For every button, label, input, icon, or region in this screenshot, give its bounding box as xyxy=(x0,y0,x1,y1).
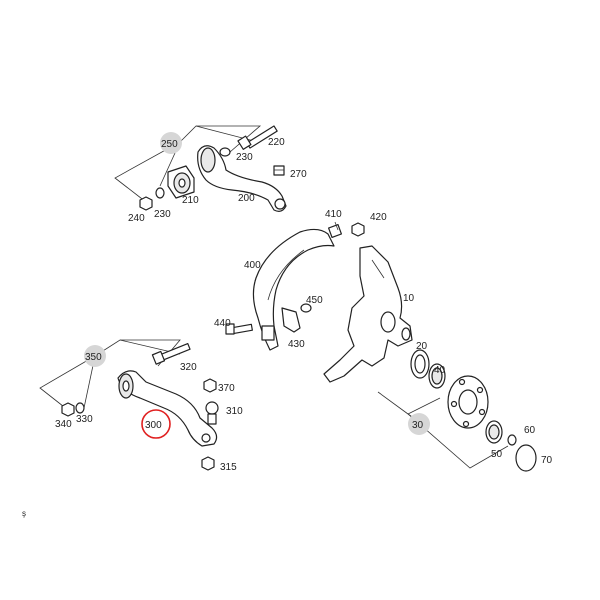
callout-40: 40 xyxy=(434,365,446,376)
nut-270 xyxy=(273,165,285,176)
hub-group: 30 20 40 50 60 xyxy=(377,341,553,472)
callout-20: 20 xyxy=(416,341,428,352)
callout-440: 440 xyxy=(214,318,231,329)
knuckle-group: 410 420 400 440 430 450 10 xyxy=(214,209,415,383)
callout-230-top: 230 xyxy=(236,152,253,163)
callout-250: 250 xyxy=(161,139,178,150)
callout-70: 70 xyxy=(541,455,553,466)
washer-330 xyxy=(75,402,85,414)
bearing-40 xyxy=(428,363,446,389)
nut-315 xyxy=(201,456,215,471)
callout-60: 60 xyxy=(524,425,536,436)
callout-320: 320 xyxy=(180,362,197,373)
callout-300: 300 xyxy=(145,420,162,431)
callout-430: 430 xyxy=(288,339,305,350)
nut-370 xyxy=(203,378,217,393)
bolt-220 xyxy=(237,125,278,150)
callout-270: 270 xyxy=(290,169,307,180)
callout-30: 30 xyxy=(412,420,424,431)
strut-link-400 xyxy=(252,228,335,351)
wheel-hub xyxy=(447,375,489,429)
callout-450: 450 xyxy=(306,295,323,306)
callout-315: 315 xyxy=(220,462,237,473)
upper-arm-group: 250 220 230 200 270 210 xyxy=(114,125,307,224)
bolt-320 xyxy=(151,342,191,365)
callout-200: 200 xyxy=(238,193,255,204)
bearing-50 xyxy=(485,420,503,444)
upper-control-arm-200 xyxy=(197,145,287,212)
bolt-440 xyxy=(225,323,253,335)
callout-330: 330 xyxy=(76,414,93,425)
washer-230-top xyxy=(219,147,231,157)
lower-arm-group: 350 320 310 370 315 340 xyxy=(39,339,243,473)
callout-350: 350 xyxy=(85,352,102,363)
stray-mark: ş xyxy=(22,509,26,518)
nut-340 xyxy=(61,402,75,417)
seal-ring-20 xyxy=(410,349,430,379)
callout-340: 340 xyxy=(55,419,72,430)
callout-230-bottom: 230 xyxy=(154,209,171,220)
callout-bubble-350 xyxy=(84,345,106,367)
lower-control-arm-300 xyxy=(117,370,218,447)
washer-450 xyxy=(300,303,312,313)
bolt-410 xyxy=(327,221,343,239)
steering-knuckle-10 xyxy=(323,245,413,383)
callout-210: 210 xyxy=(182,195,199,206)
callout-410: 410 xyxy=(325,209,342,220)
callout-400: 400 xyxy=(244,260,261,271)
dust-cap-70 xyxy=(515,444,537,472)
bushing-210 xyxy=(167,165,195,199)
callout-bubble-30 xyxy=(408,413,430,435)
callout-370: 370 xyxy=(218,383,235,394)
callout-10: 10 xyxy=(403,293,415,304)
nut-60 xyxy=(507,434,517,446)
callout-50: 50 xyxy=(491,449,503,460)
washer-230-bottom xyxy=(155,187,165,199)
callout-420: 420 xyxy=(370,212,387,223)
highlight-circle-300 xyxy=(141,409,171,439)
nut-420 xyxy=(351,222,365,237)
nut-240 xyxy=(139,196,153,211)
callout-240: 240 xyxy=(128,213,145,224)
callout-bubble-250 xyxy=(160,132,182,154)
ball-joint-310 xyxy=(205,401,219,425)
callout-310: 310 xyxy=(226,406,243,417)
callout-220: 220 xyxy=(268,137,285,148)
bracket-430 xyxy=(281,307,301,333)
